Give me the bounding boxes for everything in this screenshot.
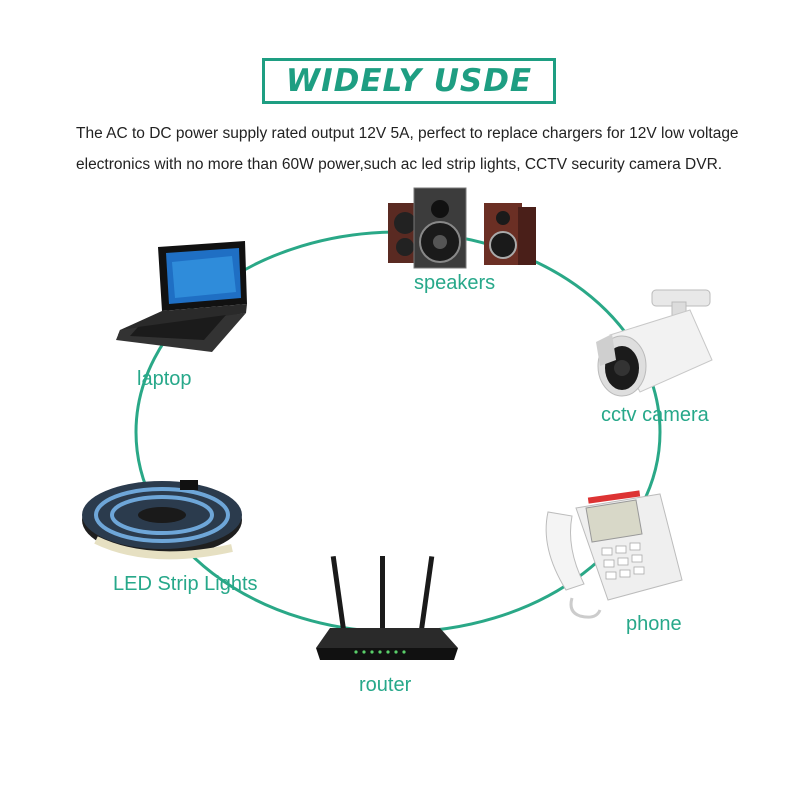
description-line-1: The AC to DC power supply rated output 1… — [76, 125, 739, 142]
label-led-strip-lights: LED Strip Lights — [113, 573, 258, 595]
label-speakers: speakers — [414, 272, 496, 294]
label-laptop: laptop — [137, 368, 192, 390]
title-banner: WIDELY USDE — [262, 58, 556, 104]
page-title: WIDELY USDE — [285, 63, 533, 99]
label-cctv-camera: cctv camera — [601, 404, 709, 426]
router-icon — [316, 555, 458, 660]
label-phone: phone — [626, 613, 682, 635]
description-line-2: electronics with no more than 60W power,… — [76, 156, 723, 173]
led-strip-icon — [82, 480, 242, 560]
description: The AC to DC power supply rated output 1… — [76, 118, 776, 180]
phone-icon — [545, 490, 683, 619]
cctv-camera-icon — [596, 289, 713, 397]
label-router: router — [359, 674, 412, 696]
speakers-icon — [388, 187, 536, 269]
laptop-icon — [116, 241, 247, 352]
